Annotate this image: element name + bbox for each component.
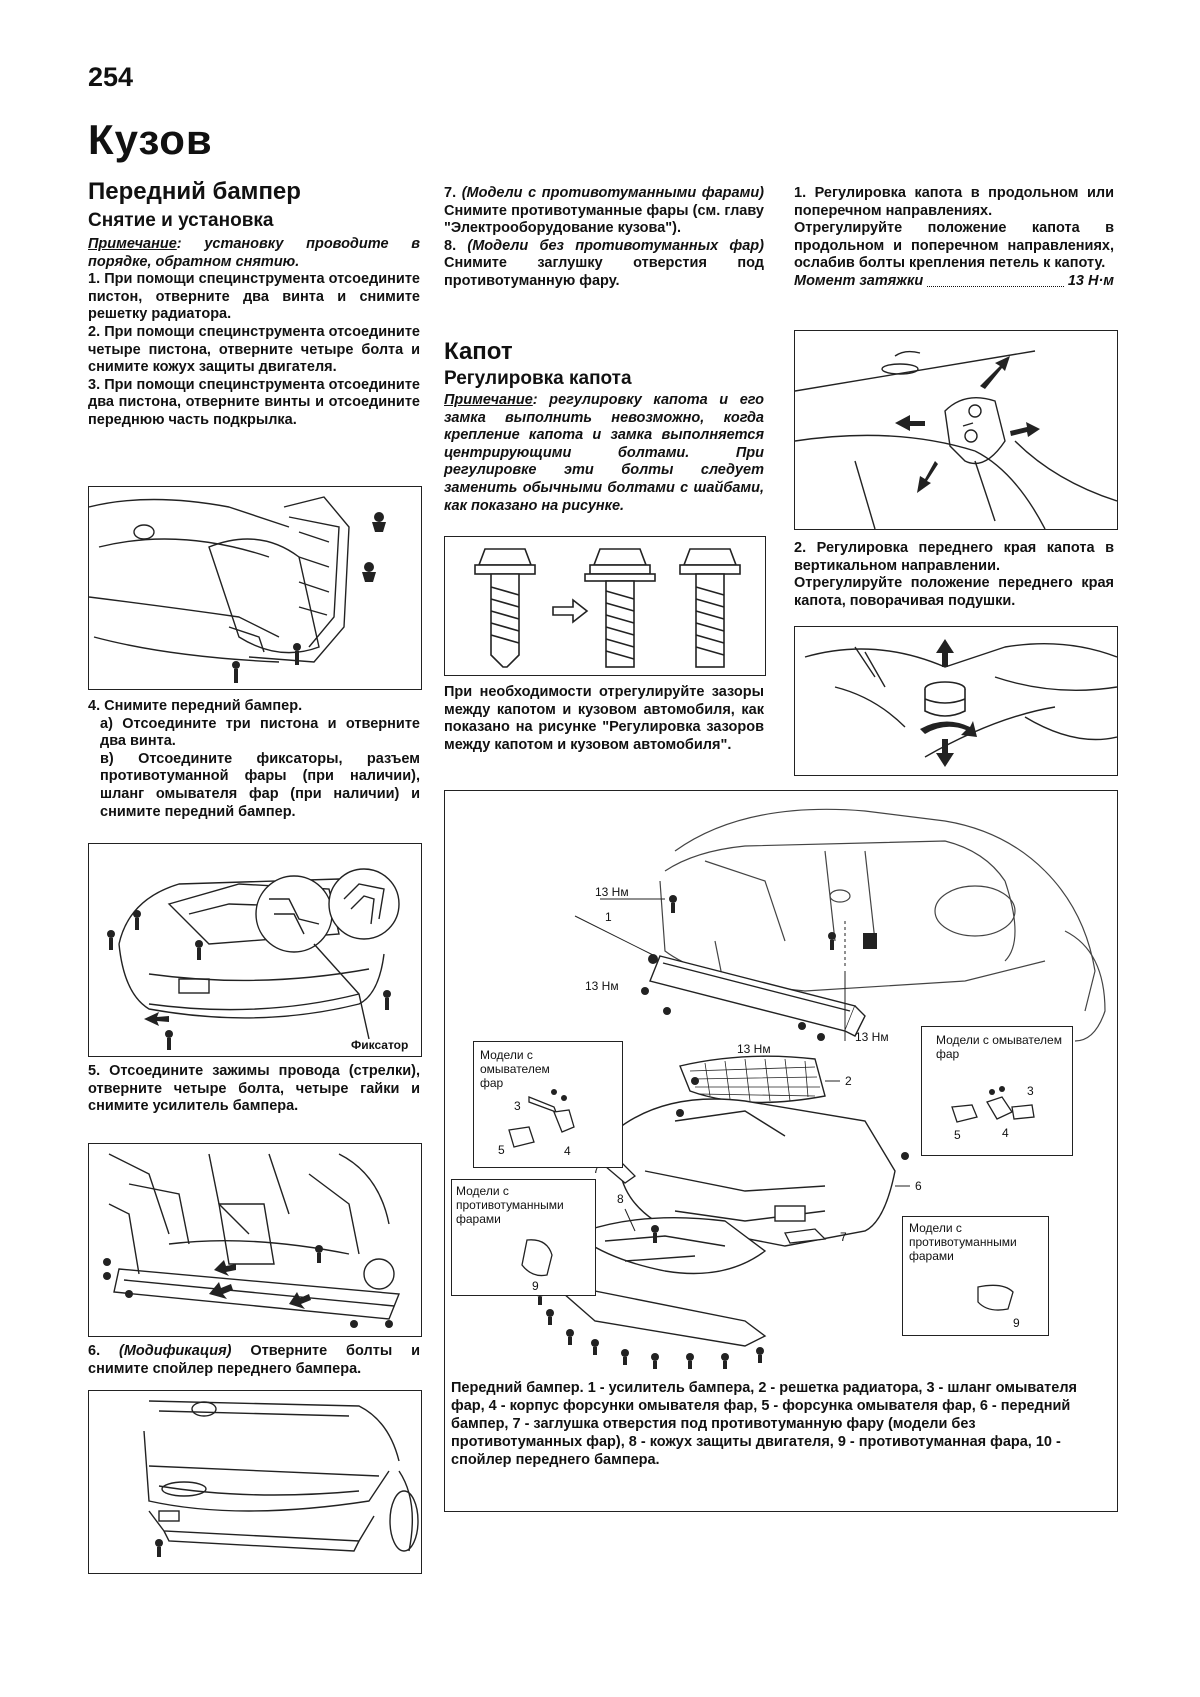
torque-spec: Момент затяжки 13 Н·м [794,273,1114,291]
hood-item-1-text: Отрегулируйте положение капота в продоль… [794,220,1114,272]
cushion-drawing [804,639,1117,767]
torque-value: 13 Н·м [1067,272,1114,289]
callout-fog-right: Модели с противотуманными фарами 9 [902,1216,1049,1336]
part-number-1: 1 [605,910,612,924]
hood-item-2-text: Отрегулируйте положение переднего края к… [794,575,1114,609]
step-6-num: 6. [88,1343,119,1359]
hood-note-label: Примечание [444,392,533,408]
figure-exploded-front-bumper: 13 Нм 1 13 Нм 13 Нм 13 Нм 2 6 7 [444,790,1118,1512]
spoiler-drawing [143,1400,419,1557]
part-number-2: 2 [845,1074,852,1088]
hood-item-1: 1. Регулировка капота в продольном или п… [794,185,1114,219]
part-number-9-left: 9 [532,1279,539,1293]
hood-note-text: : регулировку капота и его замка выполни… [444,392,764,514]
step-8-num: 8. [444,237,468,254]
exploded-caption: Передний бампер. 1 - усилитель бампера, … [451,1380,1077,1468]
section-heading-hood: Капот [444,338,513,365]
gap-adjust-paragraph: При необходимости отрегулируйте зазоры м… [444,684,764,753]
fender-liner-drawing [89,496,386,683]
section-heading-front-bumper: Передний бампер [88,178,301,205]
hood-note: Примечание: регулировку капота и его зам… [444,392,764,515]
part-number-5-right: 5 [954,1128,961,1142]
subheading-removal: Снятие и установка [88,210,274,231]
step-8-italic: (Модели без противотуманных фар) [467,237,764,254]
figure-bumper-reinforcement [88,1143,422,1337]
part-number-7: 7 [840,1230,847,1244]
figure-fender-liner [88,486,422,690]
washer-right-drawing: 3 5 4 [951,1084,1035,1142]
part-number-3-left: 3 [514,1099,521,1113]
torque-label-c: 13 Нм [855,1030,889,1044]
col3-text-block-2: 2. Регулировка переднего края капота в в… [794,540,1114,610]
step-7-rest: Снимите противотуманные фары (см. главу … [444,202,764,237]
step-4a: а) Отсоедините три пистона и отверните д… [100,715,420,750]
part-number-8: 8 [617,1192,624,1206]
step-4b: в) Отсоедините фиксаторы, разъем противо… [100,750,420,820]
part-number-3-right: 3 [1027,1084,1034,1098]
step-7: 7. (Модели с противотуманными фарами) Сн… [444,185,764,238]
figure-bumper-removal: Фиксатор [88,843,422,1057]
figure-cushion [794,626,1118,776]
col3-text-block-1: 1. Регулировка капота в продольном или п… [794,185,1114,291]
callout-washer-right: Модели с омывателем фар 3 5 4 [921,1026,1073,1156]
subheading-hood-adjust: Регулировка капота [444,368,632,389]
part-number-4-left: 4 [564,1144,571,1158]
page-title: Кузов [88,116,213,163]
step-7-num: 7. [444,185,462,201]
step-8: 8. (Модели без противотуманных фар) Сним… [444,238,764,291]
col2-text-block-1: 7. (Модели с противотуманными фарами) Сн… [444,185,764,291]
part-number-6: 6 [915,1179,922,1193]
hood-item-2: 2. Регулировка переднего края капота в в… [794,540,1114,574]
part-number-4-right: 4 [1002,1126,1009,1140]
note-paragraph: Примечание: установку проводите в порядк… [88,236,420,271]
step-7-italic: (Модели с противотуманными фарами) [461,185,765,201]
part-number-5-left: 5 [498,1143,505,1157]
bumper-removal-drawing: Фиксатор [107,868,408,1052]
torque-label-d: 13 Нм [737,1042,771,1056]
step-3: 3. При помощи специнструмента отсоединит… [88,376,420,428]
figure-bolts [444,536,766,676]
exploded-view-drawing: 13 Нм 1 13 Нм 13 Нм 13 Нм 2 6 7 [495,808,1106,1369]
callout-washer-right-title: Модели с омывателем фар [936,1033,1062,1061]
figure-hinge-adjust [794,330,1118,530]
step-8-rest: Снимите заглушку отверстия под противоту… [444,255,764,289]
step-2: 2. При помощи специнструмента отсоединит… [88,323,420,376]
part-number-7-left: 7 [593,1162,600,1176]
callout-washer-left: Модели с омывателем фар 3 5 4 [473,1041,623,1168]
torque-label-b: 13 Нм [585,979,619,993]
callout-washer-left-title: Модели с омывателем фар [480,1048,550,1090]
note-label: Примечание [88,236,177,252]
torque-leader-dots [927,273,1064,287]
callout-fog-left-title: Модели с противотуманными фарами [456,1184,564,1226]
step-6-rest: Отверните болты и снимите спойлер передн… [88,1343,421,1377]
torque-label-a: 13 Нм [595,885,629,899]
col1-text-block-1: Примечание: установку проводите в порядк… [88,236,420,430]
washer-left-drawing: 3 5 4 [498,1089,575,1158]
hinge-adjust-drawing [795,350,1117,529]
part-number-9-right: 9 [1013,1316,1020,1330]
fog-right-drawing: 9 [977,1284,1020,1330]
fog-left-drawing: 9 [521,1239,553,1293]
note-text: : установку проводите в порядке, обратно… [88,236,420,270]
step-6: 6. (Модификация) Отверните болты и сними… [88,1343,420,1378]
retainer-label: Фиксатор [351,1038,408,1052]
step-6-italic: (Модификация) [118,1343,232,1359]
col1-text-block-2: 4. Снимите передний бампер. а) Отсоедини… [88,698,420,821]
bumper-reinforcement-drawing [103,1153,400,1328]
torque-label: Момент затяжки [794,272,924,289]
page-number: 254 [88,62,134,92]
callout-fog-right-title: Модели с противотуманными фарами [909,1221,1017,1263]
figure-spoiler [88,1390,422,1574]
bolts-drawing [474,548,741,668]
step-4-title: 4. Снимите передний бампер. [88,698,303,714]
step-1: 1. При помощи специнструмента отсоединит… [88,271,420,323]
callout-fog-left: Модели с противотуманными фарами 9 [451,1179,596,1296]
step-5: 5. Отсоедините зажимы провода (стрелки),… [88,1063,420,1115]
